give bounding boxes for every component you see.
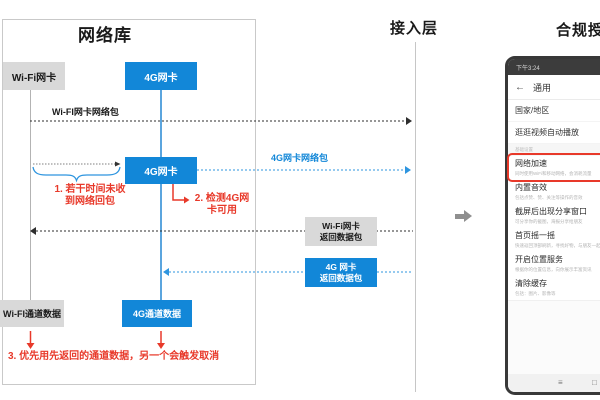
row-title: 截屏后出现分享窗口 bbox=[515, 207, 587, 216]
wifi-return-line1: Wi-Fi网卡 bbox=[322, 220, 360, 231]
check-4g-arrowhead bbox=[184, 196, 190, 204]
network-boost-highlight bbox=[507, 153, 600, 182]
status-time: 下午3:24 bbox=[516, 65, 540, 72]
phone-page-title: 通用 bbox=[533, 82, 552, 93]
settings-row-network-boost[interactable]: 网络加速 同时使用WiFi和移动网络，会消耗流量 bbox=[508, 156, 600, 180]
wifi-return-arrowhead bbox=[30, 227, 36, 235]
row-subtitle: 快速返回顶部刷新，寻找好物，与朋友一起玩 bbox=[515, 242, 600, 248]
settings-row-autoplay[interactable]: 逛逛视频自动播放 bbox=[508, 122, 600, 144]
wifi-channel-down-arrowhead bbox=[26, 343, 35, 349]
wifi-channel-data-node: Wi-FI通道数据 bbox=[0, 300, 64, 327]
settings-row-screenshot-share[interactable]: 截屏后出现分享窗口 可分享你的截图，海报分享给朋友 bbox=[508, 204, 600, 228]
network-library-frame bbox=[2, 19, 256, 385]
4g-channel-down-arrowhead bbox=[157, 343, 165, 349]
4g-card-node-mid: 4G网卡 bbox=[125, 157, 197, 184]
row-title: 内置音效 bbox=[515, 183, 547, 192]
4g-channel-data-node: 4G通道数据 bbox=[122, 300, 192, 327]
4g-return-line2: 返回数据包 bbox=[319, 272, 363, 283]
menu-icon[interactable]: ≡ bbox=[558, 378, 563, 387]
row-subtitle: 包括：图片、影像等 bbox=[515, 290, 556, 296]
note-check-4g: 2. 检测4G网 卡可用 bbox=[191, 193, 253, 216]
4g-return-line1: 4G 网卡 bbox=[325, 261, 357, 272]
row-subtitle: 可分享你的截图，海报分享给朋友 bbox=[515, 218, 583, 224]
timeout-span-arrowhead bbox=[115, 161, 121, 167]
settings-row-clear-cache[interactable]: 清除缓存 包括：图片、影像等 bbox=[508, 276, 600, 300]
settings-row-sound-effects[interactable]: 内置音效 包括点赞、赞、关注等操作的音效 bbox=[508, 180, 600, 204]
access-layer-title: 接入层 bbox=[390, 20, 439, 37]
wifi-packet-label: Wi-FI网卡网络包 bbox=[52, 107, 119, 117]
4g-packet-arrowhead bbox=[405, 166, 411, 174]
settings-row-location[interactable]: 开启位置服务 根据你的位置信息，向你展示丰富资讯 bbox=[508, 252, 600, 276]
row-subtitle: 包括点赞、赞、关注等操作的音效 bbox=[515, 194, 583, 200]
phone-status-bar: 下午3:24 bbox=[508, 59, 600, 75]
transition-arrow-icon bbox=[455, 210, 472, 223]
4g-return-arrowhead bbox=[163, 268, 169, 276]
check-4g-connector bbox=[172, 184, 184, 201]
row-title: 清除缓存 bbox=[515, 279, 547, 288]
row-subtitle: 同时使用WiFi和移动网络，会消耗流量 bbox=[515, 170, 592, 176]
wifi-card-node: Wi-Fi网卡 bbox=[3, 62, 65, 90]
4g-card-node-top: 4G网卡 bbox=[125, 62, 197, 90]
phone-empty-area bbox=[508, 300, 600, 374]
note-timeout-line1: 1. 若干时间未收 bbox=[54, 184, 126, 195]
note-timeout-line2: 到网络回包 bbox=[65, 195, 115, 207]
settings-row-region[interactable]: 国家/地区 bbox=[508, 100, 600, 122]
settings-row-shake[interactable]: 首页摇一摇 快速返回顶部刷新，寻找好物，与朋友一起玩 bbox=[508, 228, 600, 252]
note-priority: 3. 优先用先返回的通道数据，另一个会触发取消 bbox=[8, 351, 220, 362]
phone-system-navbar: ≡ □ bbox=[508, 374, 600, 392]
phone-nav-bar: ← 通用 bbox=[508, 75, 600, 100]
square-icon[interactable]: □ bbox=[592, 378, 597, 387]
note-check-4g-line1: 2. 检测4G网 bbox=[194, 193, 250, 204]
row-title: 首页摇一摇 bbox=[515, 231, 555, 240]
note-timeout: 1. 若干时间未收 到网络回包 bbox=[38, 184, 142, 207]
4g-packet-label: 4G网卡网络包 bbox=[271, 153, 329, 163]
row-title: 网络加速 bbox=[515, 159, 547, 168]
network-library-title: 网络库 bbox=[78, 26, 132, 45]
wifi-packet-arrowhead bbox=[406, 117, 412, 125]
compliance-title: 合规授权 bbox=[556, 22, 600, 39]
timeout-brace bbox=[32, 166, 121, 183]
row-subtitle: 根据你的位置信息，向你展示丰富资讯 bbox=[515, 266, 592, 272]
wifi-return-line2: 返回数据包 bbox=[319, 231, 363, 242]
back-arrow-icon[interactable]: ← bbox=[515, 81, 525, 93]
note-check-4g-line2: 卡可用 bbox=[207, 204, 237, 216]
4g-return-packet-node: 4G 网卡 返回数据包 bbox=[305, 258, 377, 287]
row-title: 开启位置服务 bbox=[515, 255, 563, 264]
phone-screenshot: 下午3:24 ← 通用 国家/地区 逛逛视频自动播放 基础设置 网络加速 同时使… bbox=[505, 56, 600, 395]
wifi-return-packet-node: Wi-Fi网卡 返回数据包 bbox=[305, 217, 377, 246]
